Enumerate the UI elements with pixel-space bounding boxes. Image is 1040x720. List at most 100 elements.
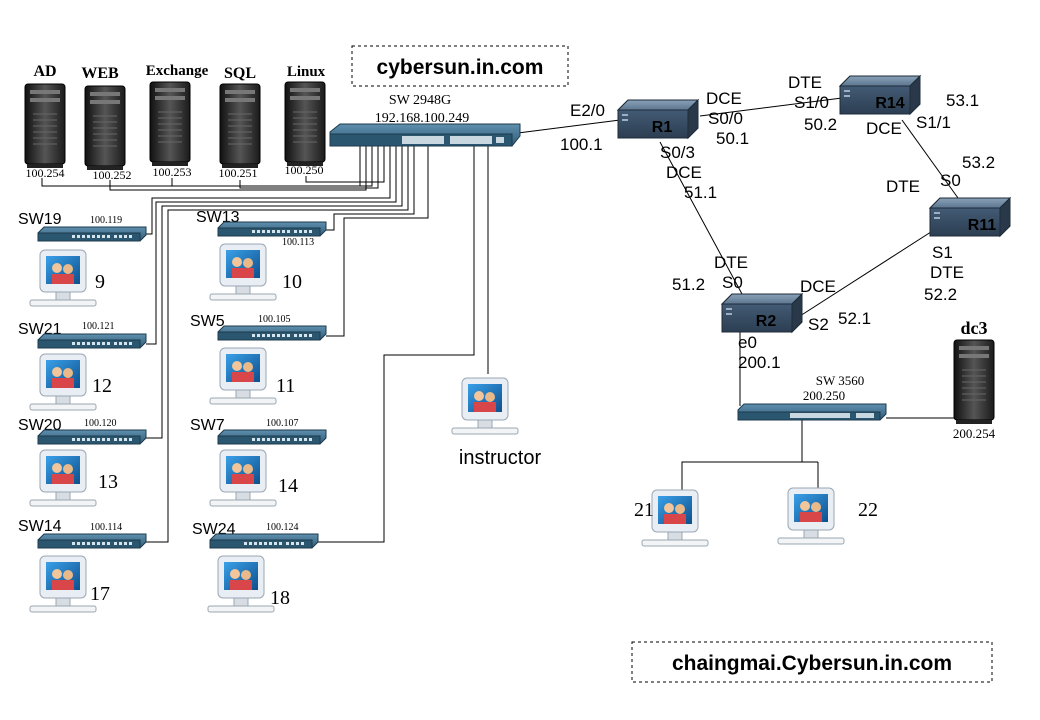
core-switch-ip: 192.168.100.249	[375, 111, 470, 126]
dc3-ip: 200.254	[953, 426, 996, 441]
cable-sw19	[146, 144, 391, 235]
r1-e20-ip: 100.1	[560, 135, 603, 154]
link-r2-r11	[799, 229, 935, 317]
r11-s1-ip: 52.2	[924, 285, 957, 304]
r2-s0-ip: 51.2	[672, 275, 705, 294]
server-exchange: Exchange 100.253	[146, 63, 209, 179]
switch-3560: SW 3560 200.250	[737, 373, 887, 421]
server-tower-icon	[219, 83, 261, 169]
router-r14: R14 DTE S1/0 50.2 DCE S1/1 53.1	[788, 73, 979, 138]
top-banner: cybersun.in.com	[351, 45, 569, 87]
r14-s10-role: DTE	[788, 73, 822, 92]
lan-pc-21: 21	[634, 489, 709, 547]
server-ip: 100.253	[153, 165, 192, 179]
router-name: R2	[756, 313, 777, 330]
workstation-number: 14	[278, 475, 298, 497]
r2-s2-ip: 52.1	[838, 309, 871, 328]
r1-s00-ip: 50.1	[716, 129, 749, 148]
r1-e20: E2/0	[570, 101, 605, 120]
workstation-icon	[209, 347, 277, 405]
switch-ip: 100.121	[82, 321, 115, 332]
access-switch-sw20: SW20 100.120 13	[18, 417, 147, 507]
server-tower-icon	[149, 81, 191, 167]
server-name: Linux	[287, 64, 326, 80]
cable-linux	[305, 144, 385, 183]
server-ip: 100.252	[93, 168, 132, 182]
link-sw3560-pcs	[681, 418, 803, 490]
r11-s0: S0	[940, 171, 961, 190]
r14-s10-ip: 50.2	[804, 115, 837, 134]
workstation-icon	[451, 377, 519, 435]
server-tower-icon	[953, 339, 995, 425]
bottom-banner: chaingmai.Cybersun.in.com	[631, 641, 993, 683]
sw3560-name: SW 3560	[816, 373, 865, 388]
router-r1: R1 E2/0 100.1 DCE S0/0 50.1 S0/3 DCE 51.…	[560, 89, 749, 202]
bottom-banner-text: chaingmai.Cybersun.in.com	[672, 652, 952, 675]
sw3560-ip: 200.250	[803, 388, 845, 403]
cable-sw13	[326, 144, 415, 231]
r1-s00-role: DCE	[706, 89, 742, 108]
server-tower-icon	[24, 83, 66, 169]
cables	[41, 97, 960, 543]
link-r1-r14	[699, 97, 843, 117]
r2-e0-ip: 200.1	[738, 353, 781, 372]
server-tower-icon	[284, 81, 326, 167]
server-name: SQL	[224, 65, 256, 82]
workstation-number: 12	[92, 375, 112, 397]
access-switch-sw21: SW21 100.121 12	[18, 321, 147, 411]
access-switch-sw7: SW7 100.107 14	[190, 417, 327, 507]
switch-icon	[37, 226, 147, 242]
workstation-number: 17	[90, 583, 110, 605]
core-switch-name: SW 2948G	[389, 93, 451, 108]
cable-sql	[239, 144, 379, 189]
switch-name: SW19	[18, 211, 62, 228]
cable-sw20	[146, 144, 403, 439]
workstation-number: 13	[98, 471, 118, 493]
sw3560-icon	[737, 403, 887, 421]
cable-sw24	[318, 144, 475, 543]
switch-name: SW5	[190, 313, 225, 330]
switch-icon	[217, 325, 327, 341]
workstation-number: 18	[270, 587, 290, 609]
r2-s0: S0	[722, 273, 743, 292]
workstation-icon	[777, 487, 845, 545]
r14-s11-ip: 53.1	[946, 91, 979, 110]
access-switch-sw24: SW24 100.124 18	[192, 521, 319, 613]
switch-icon	[209, 533, 319, 549]
switch-icon	[37, 429, 147, 445]
r14-s10: S1/0	[794, 93, 829, 112]
switch-name: SW7	[190, 417, 225, 434]
server-dc3: dc3 200.254	[953, 318, 996, 441]
router-r2: R2 DTE S0 51.2 DCE S2 52.1 e0 200.1	[672, 253, 871, 372]
server-name: Exchange	[146, 63, 209, 79]
workstation-number: 9	[95, 271, 105, 293]
r11-s1: S1	[932, 243, 953, 262]
workstation-number: 11	[276, 375, 295, 397]
link-r1-r2	[659, 141, 743, 295]
workstation-icon	[209, 449, 277, 507]
switch-ip: 100.113	[282, 237, 314, 248]
r14-s11-role: DCE	[866, 119, 902, 138]
workstation-icon	[209, 243, 277, 301]
r1-s03-role: DCE	[666, 163, 702, 182]
workstation-icon	[29, 249, 97, 307]
server-name: WEB	[81, 65, 119, 82]
workstation-icon	[29, 555, 97, 613]
switch-name: SW14	[18, 518, 62, 535]
switch-ip: 100.119	[90, 215, 122, 226]
core-switch: SW 2948G 192.168.100.249	[329, 93, 521, 147]
switch-ip: 100.114	[90, 522, 122, 533]
workstation-number: 21	[634, 499, 654, 521]
cable-sw21	[146, 144, 397, 345]
server-web: WEB 100.252	[81, 65, 131, 182]
switch-icon	[37, 533, 147, 549]
router-name: R11	[968, 217, 997, 234]
core-switch-icon	[329, 123, 521, 147]
cable-sw5	[326, 144, 429, 337]
cable-exchange	[171, 144, 373, 187]
instructor-label: instructor	[459, 447, 542, 469]
top-banner-text: cybersun.in.com	[377, 56, 544, 79]
workstation-icon	[29, 449, 97, 507]
access-switch-sw19: SW19 100.119 9	[18, 211, 147, 307]
